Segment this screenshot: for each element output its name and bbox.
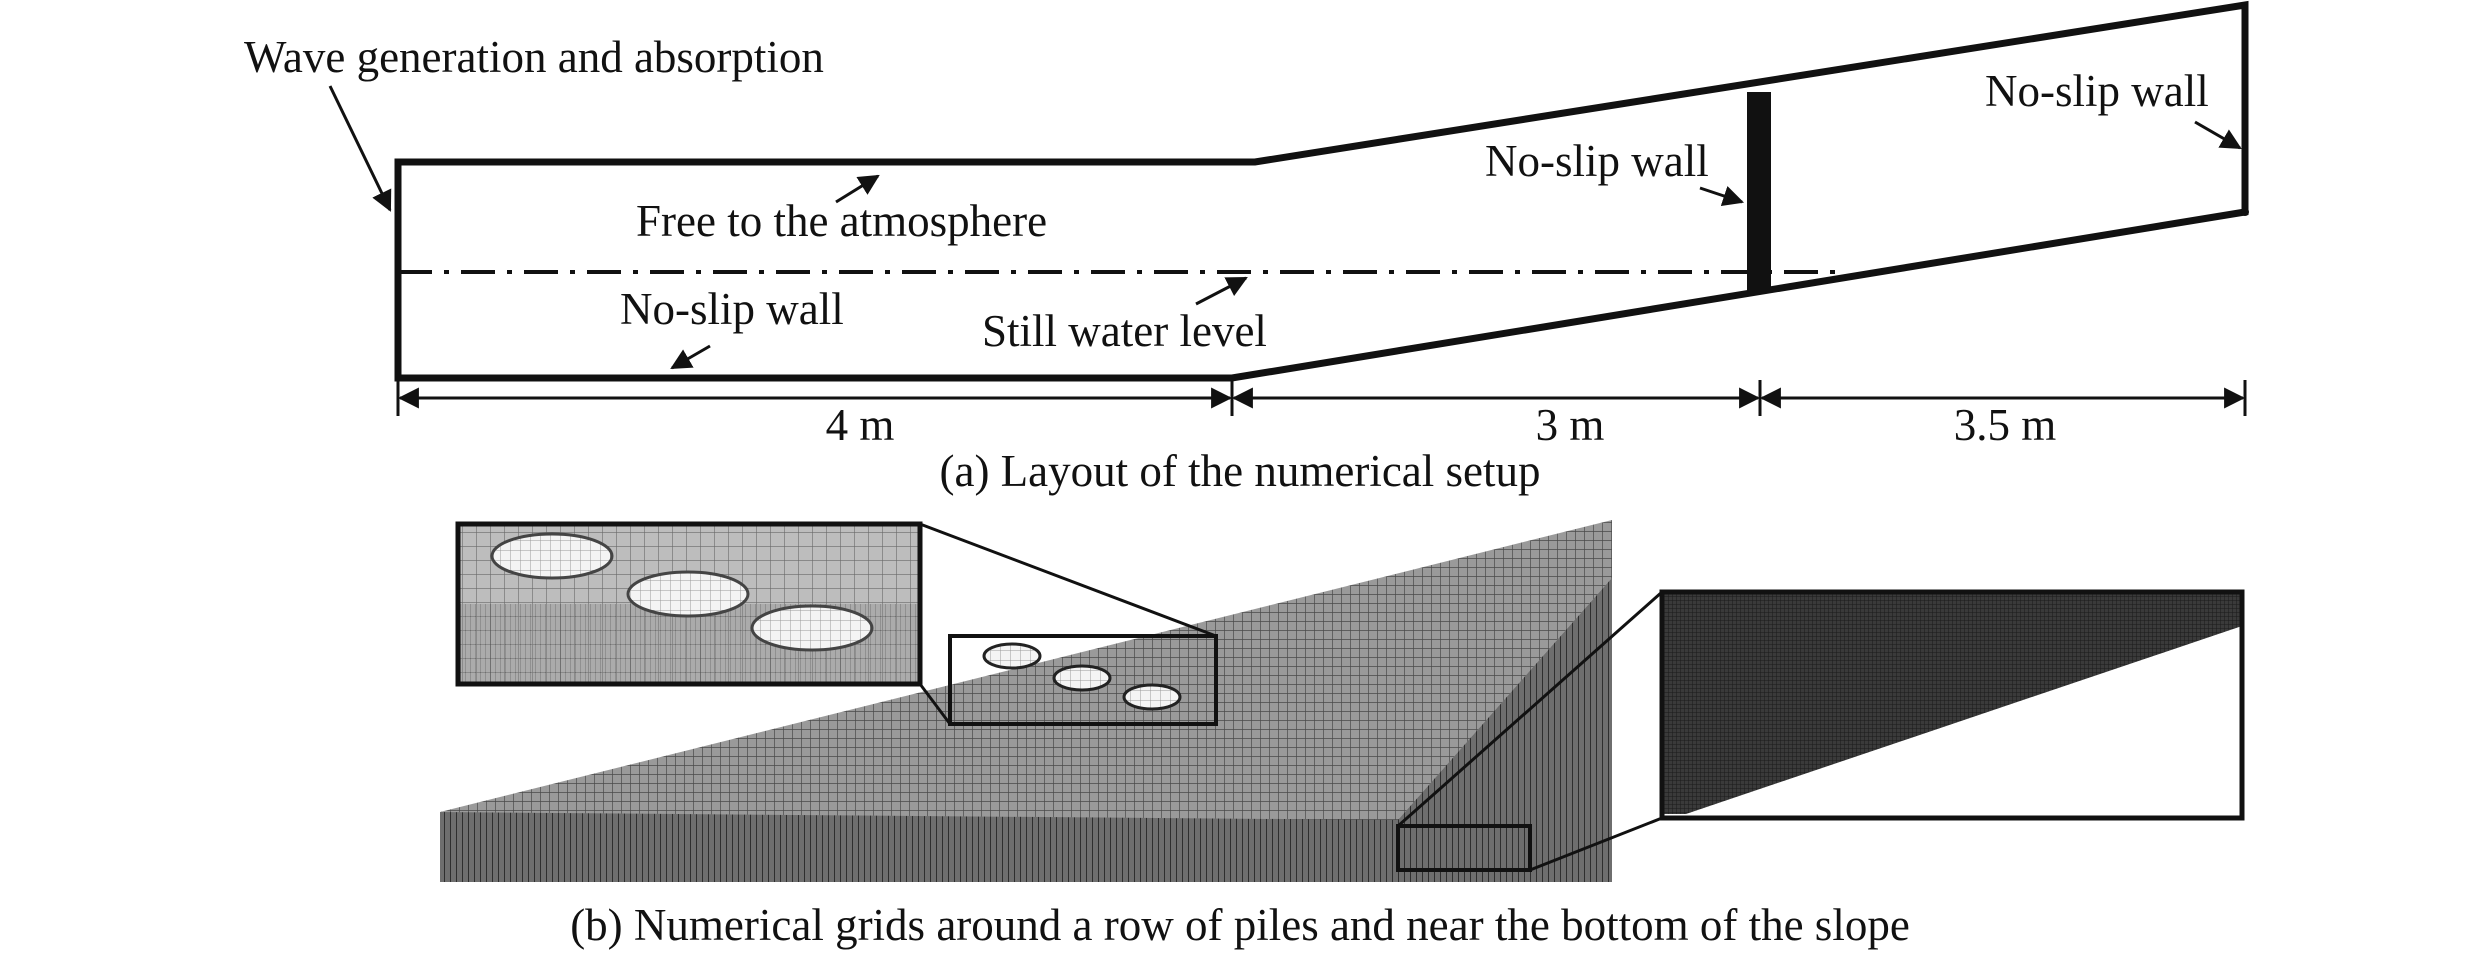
label-no-slip-pile: No-slip wall bbox=[1485, 136, 1709, 186]
label-no-slip-bottom: No-slip wall bbox=[620, 284, 844, 334]
dim-label-end: 3.5 m bbox=[1954, 400, 2057, 450]
arrow-wave-generation bbox=[328, 85, 392, 212]
arrow-no-slip-pile bbox=[1699, 186, 1744, 206]
label-free-atmosphere: Free to the atmosphere bbox=[636, 196, 1047, 246]
pile-wall bbox=[1747, 92, 1771, 292]
panel-b-mesh: (b) Numerical grids around a row of pile… bbox=[440, 520, 2245, 950]
dim-label-slope: 3 m bbox=[1536, 400, 1605, 450]
end-wall-dot bbox=[2241, 208, 2249, 216]
dim-label-flat: 4 m bbox=[826, 400, 895, 450]
mesh-top-face bbox=[440, 520, 1612, 880]
pile-holes-small bbox=[982, 642, 1182, 711]
slope-zoom-box bbox=[1396, 824, 1532, 872]
inset-b-connector-1 bbox=[1397, 590, 1663, 828]
inset-a-connector-1 bbox=[919, 522, 1217, 638]
arrow-no-slip-bottom bbox=[670, 344, 711, 370]
caption-b: (b) Numerical grids around a row of pile… bbox=[570, 900, 1910, 950]
label-wave-generation: Wave generation and absorption bbox=[244, 32, 824, 82]
arrow-free-atmosphere bbox=[835, 174, 880, 204]
arrow-no-slip-end bbox=[2194, 120, 2242, 150]
label-no-slip-end: No-slip wall bbox=[1985, 66, 2209, 116]
inset-slope bbox=[1659, 589, 2245, 821]
caption-a: (a) Layout of the numerical setup bbox=[939, 446, 1540, 496]
arrow-still-water bbox=[1195, 276, 1248, 306]
label-still-water: Still water level bbox=[982, 306, 1267, 356]
inset-a-connector-2 bbox=[918, 683, 952, 725]
pile-zoom-box bbox=[948, 634, 1218, 726]
inset-b-connector-2 bbox=[1529, 816, 1663, 872]
inset-piles bbox=[455, 521, 923, 687]
panel-a-layout: Wave generation and absorption Free to t… bbox=[244, 0, 2249, 496]
dimension-lines bbox=[396, 370, 2247, 416]
